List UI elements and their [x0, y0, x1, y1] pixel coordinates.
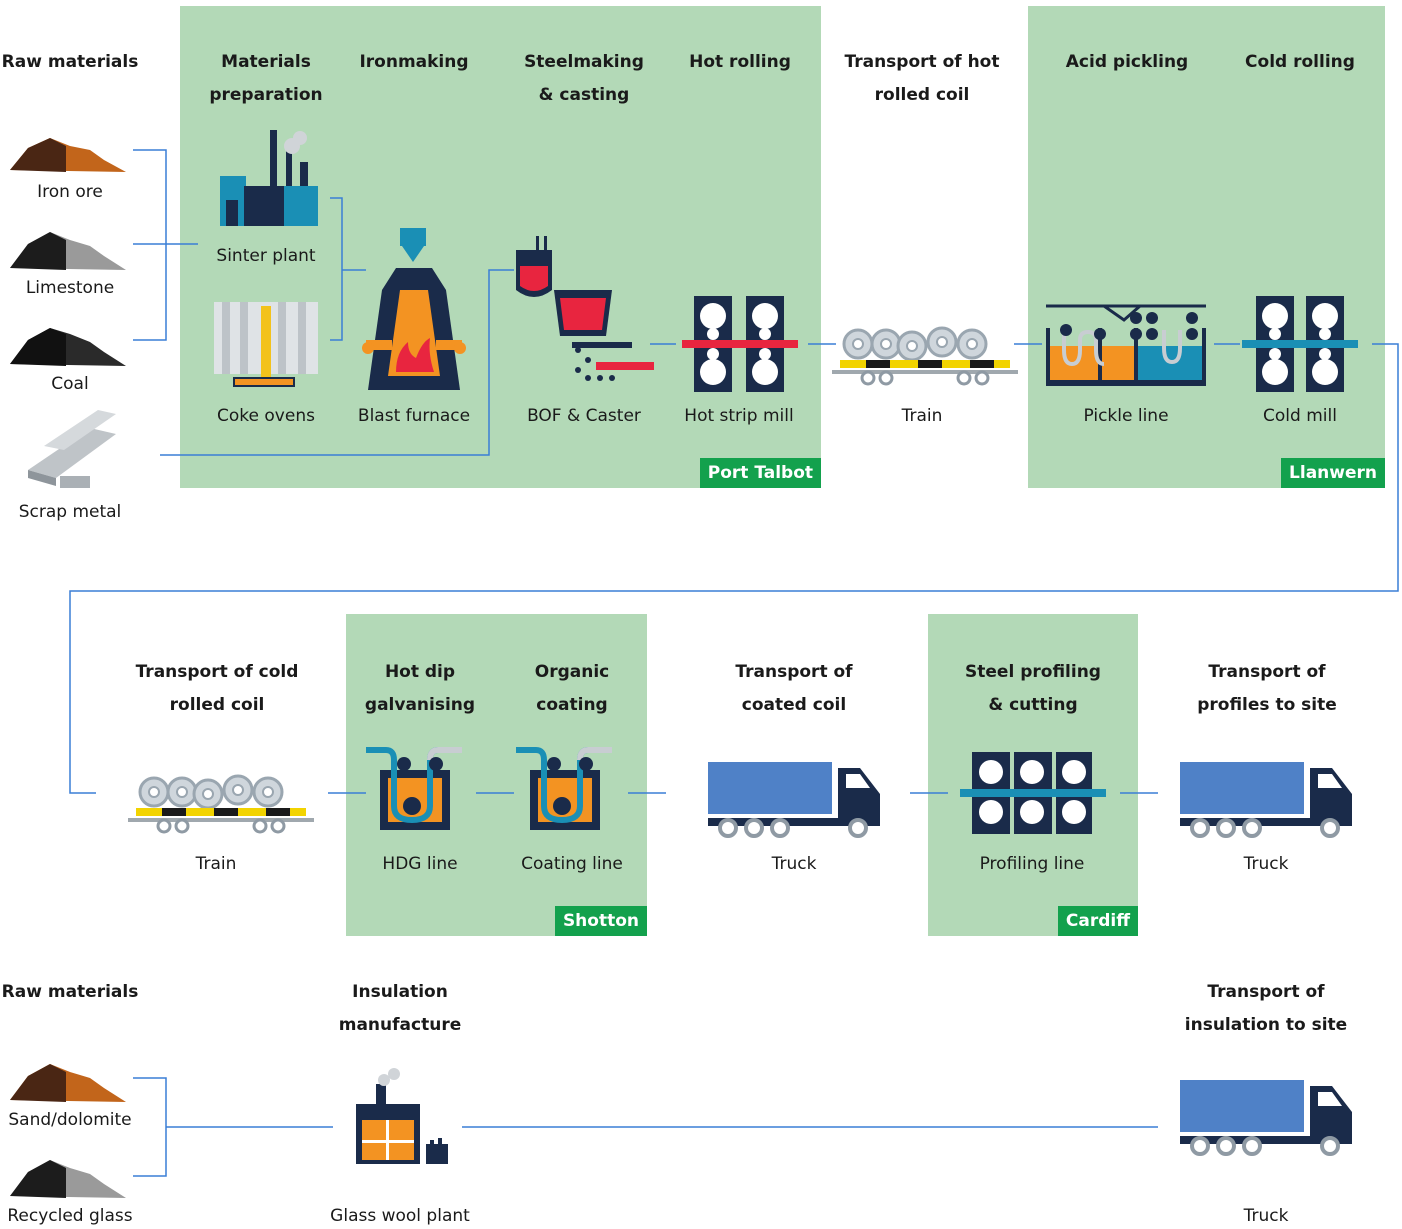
blast-furnace-icon [362, 228, 466, 390]
header-hot-dip-galvanising: Hot dip galvanising [364, 662, 476, 715]
label-coke-ovens: Coke ovens [217, 406, 315, 426]
sinter-plant-icon [220, 130, 318, 226]
header-hot-rolling: Hot rolling [689, 52, 791, 72]
label-blast-furnace: Blast furnace [357, 406, 471, 426]
header-raw-materials-insulation: Raw materials [1, 982, 139, 1002]
label-coal: Coal [51, 374, 89, 394]
truck-coated-coil-icon [706, 760, 882, 838]
label-hot-strip-mill: Hot strip mill [684, 406, 794, 426]
header-ironmaking: Ironmaking [359, 52, 469, 72]
scrap-metal-icon [28, 410, 116, 488]
label-truck-coated: Truck [771, 854, 817, 874]
header-raw-materials: Raw materials [1, 52, 139, 72]
limestone-pile-icon [10, 232, 126, 270]
header-acid-pickling: Acid pickling [1065, 52, 1189, 72]
header-materials-preparation: Materials preparation [209, 52, 323, 105]
label-coating-line: Coating line [521, 854, 623, 874]
header-transport-insulation: Transport of insulation to site [1184, 982, 1348, 1035]
coal-pile-icon [10, 328, 126, 366]
hot-strip-mill-icon [682, 296, 798, 392]
pickle-line-icon [1046, 304, 1206, 386]
label-limestone: Limestone [25, 278, 115, 298]
site-tag-shotton: Shotton [554, 906, 647, 936]
coke-ovens-icon [214, 302, 318, 387]
header-steelmaking: Steelmaking & casting [524, 52, 644, 105]
site-tag-cardiff: Cardiff [1057, 906, 1138, 936]
header-insulation-manufacture: Insulation manufacture [338, 982, 462, 1035]
header-transport-profiles: Transport of profiles to site [1197, 662, 1337, 715]
coating-line-icon [516, 750, 612, 830]
glass-wool-plant-icon [356, 1068, 448, 1164]
label-hdg-line: HDG line [382, 854, 458, 874]
zone-port-talbot [180, 6, 821, 488]
header-cold-rolling: Cold rolling [1245, 52, 1355, 72]
header-transport-cold-coil: Transport of cold rolled coil [135, 662, 299, 715]
iron-ore-pile-icon [10, 138, 126, 172]
site-tag-port-talbot: Port Talbot [699, 458, 821, 488]
label-truck-profiles: Truck [1243, 854, 1289, 874]
profiling-line-icon [960, 752, 1106, 834]
recycled-glass-pile-icon [10, 1160, 126, 1198]
header-transport-coated-coil: Transport of coated coil [735, 662, 853, 715]
label-train-hot: Train [901, 406, 943, 426]
zone-llanwern [1028, 6, 1385, 488]
label-bof-caster: BOF & Caster [527, 406, 641, 426]
cold-mill-icon [1242, 296, 1358, 392]
hdg-line-icon [366, 750, 462, 830]
truck-insulation-icon [1178, 1078, 1354, 1156]
train-cold-coil-icon [128, 776, 314, 832]
label-cold-mill: Cold mill [1263, 406, 1337, 426]
site-tag-llanwern: Llanwern [1281, 458, 1385, 488]
label-iron-ore: Iron ore [37, 182, 103, 202]
header-steel-profiling: Steel profiling & cutting [965, 662, 1101, 715]
label-scrap-metal: Scrap metal [18, 502, 122, 522]
label-sand-dolomite: Sand/dolomite [8, 1110, 132, 1130]
bof-caster-icon [516, 236, 654, 381]
header-organic-coating: Organic coating [534, 662, 610, 715]
label-sinter-plant: Sinter plant [216, 246, 316, 266]
label-truck-insulation: Truck [1243, 1206, 1289, 1226]
header-transport-hot-coil: Transport of hot rolled coil [844, 52, 1000, 105]
label-pickle-line: Pickle line [1083, 406, 1169, 426]
label-profiling-line: Profiling line [979, 854, 1085, 874]
sand-dolomite-pile-icon [10, 1064, 126, 1102]
truck-profiles-icon [1178, 760, 1354, 838]
label-recycled-glass: Recycled glass [7, 1206, 133, 1226]
label-train-cold: Train [195, 854, 237, 874]
label-glass-wool-plant: Glass wool plant [330, 1206, 470, 1226]
train-hot-coil-icon [832, 328, 1018, 384]
